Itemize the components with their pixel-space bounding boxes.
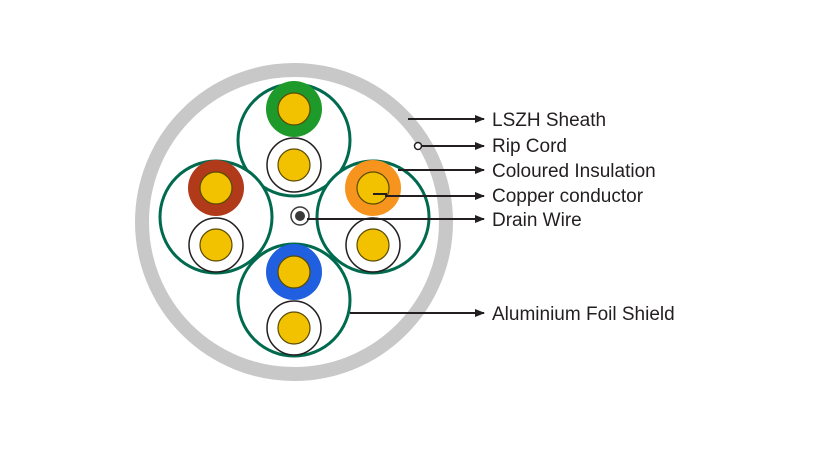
label-aluminium-foil-shield: Aluminium Foil Shield (492, 304, 675, 325)
conductor-white-right (356, 228, 390, 262)
conductor-white-bottom (277, 311, 311, 345)
conductor-blue (277, 255, 311, 289)
leader-conductor (373, 192, 485, 200)
label-lszh-sheath: LSZH Sheath (492, 110, 606, 131)
label-coloured-insulation: Coloured Insulation (492, 161, 656, 182)
conductor-white-left (199, 228, 233, 262)
twisted-pair-orange (315, 159, 431, 275)
twisted-pair-blue (236, 242, 352, 358)
conductor-brown (199, 171, 233, 205)
label-rip-cord: Rip Cord (492, 136, 567, 157)
rip-cord-marker (413, 141, 423, 151)
twisted-pair-brown (158, 159, 274, 275)
conductor-green (277, 92, 311, 126)
label-copper-conductor: Copper conductor (492, 186, 644, 207)
conductor-white-top (277, 148, 311, 182)
conductor-orange (356, 171, 390, 205)
drain-wire (290, 206, 310, 226)
twisted-pair-green (236, 81, 352, 198)
label-drain-wire: Drain Wire (492, 210, 582, 231)
